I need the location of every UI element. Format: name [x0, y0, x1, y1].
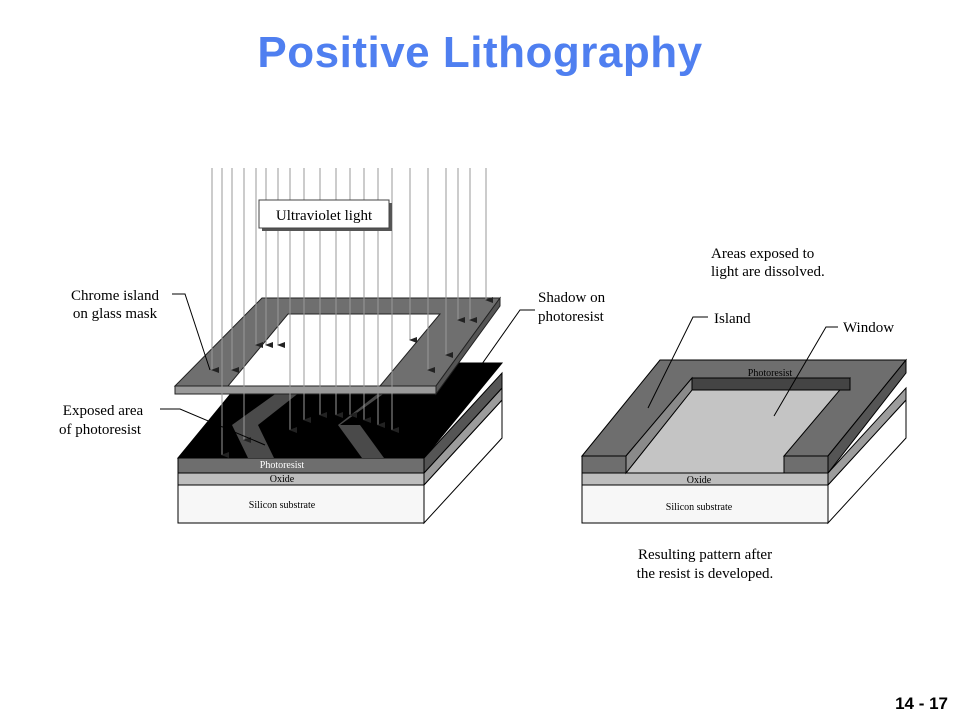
- shadow-label-2: photoresist: [538, 309, 605, 325]
- left-layer-oxide-label: Oxide: [270, 474, 295, 485]
- left-layer-substrate-label: Silicon substrate: [249, 500, 316, 511]
- chrome-island-label-2: on glass mask: [73, 306, 158, 322]
- left-layer-photoresist-label: Photoresist: [260, 460, 305, 471]
- right-resist-right-leg: [783, 455, 829, 474]
- chrome-island-leader: [172, 293, 211, 371]
- caption-line-1: Resulting pattern after: [638, 547, 772, 563]
- right-wafer-stack: Photoresist Oxide Silicon substrate: [580, 358, 908, 525]
- uv-label-box: Ultraviolet light: [258, 199, 392, 231]
- window-leader: [773, 326, 838, 417]
- exposed-area-label-1: Exposed area: [63, 403, 144, 419]
- left-substrate-front: [177, 484, 425, 524]
- left-oxide-front: [177, 472, 425, 486]
- island-leader: [647, 316, 708, 409]
- right-substrate-front: [581, 484, 829, 524]
- dissolved-label-2: light are dissolved.: [711, 264, 825, 280]
- right-layer-substrate-label: Silicon substrate: [666, 502, 733, 513]
- page-number: 14 - 17: [895, 694, 948, 713]
- right-layer-photoresist-label: Photoresist: [748, 368, 793, 379]
- uv-label: Ultraviolet light: [276, 208, 373, 224]
- mask-side-edge: [435, 296, 501, 396]
- right-layer-oxide-label: Oxide: [687, 475, 712, 486]
- caption-line-2: the resist is developed.: [637, 566, 774, 582]
- slide-title: Positive Lithography: [257, 28, 703, 77]
- island-label: Island: [714, 311, 751, 327]
- right-resist-left-leg: [581, 455, 627, 474]
- dissolved-label-1: Areas exposed to: [711, 246, 814, 262]
- exposed-area-leader: [160, 408, 266, 446]
- uv-rays: [211, 168, 493, 458]
- window-label: Window: [843, 320, 894, 336]
- chrome-island-label-1: Chrome island: [71, 288, 159, 304]
- shadow-label-1: Shadow on: [538, 290, 606, 306]
- exposed-area-label-2: of photoresist: [59, 422, 142, 438]
- mask-front-edge: [174, 385, 437, 395]
- shadow-leader: [464, 309, 535, 389]
